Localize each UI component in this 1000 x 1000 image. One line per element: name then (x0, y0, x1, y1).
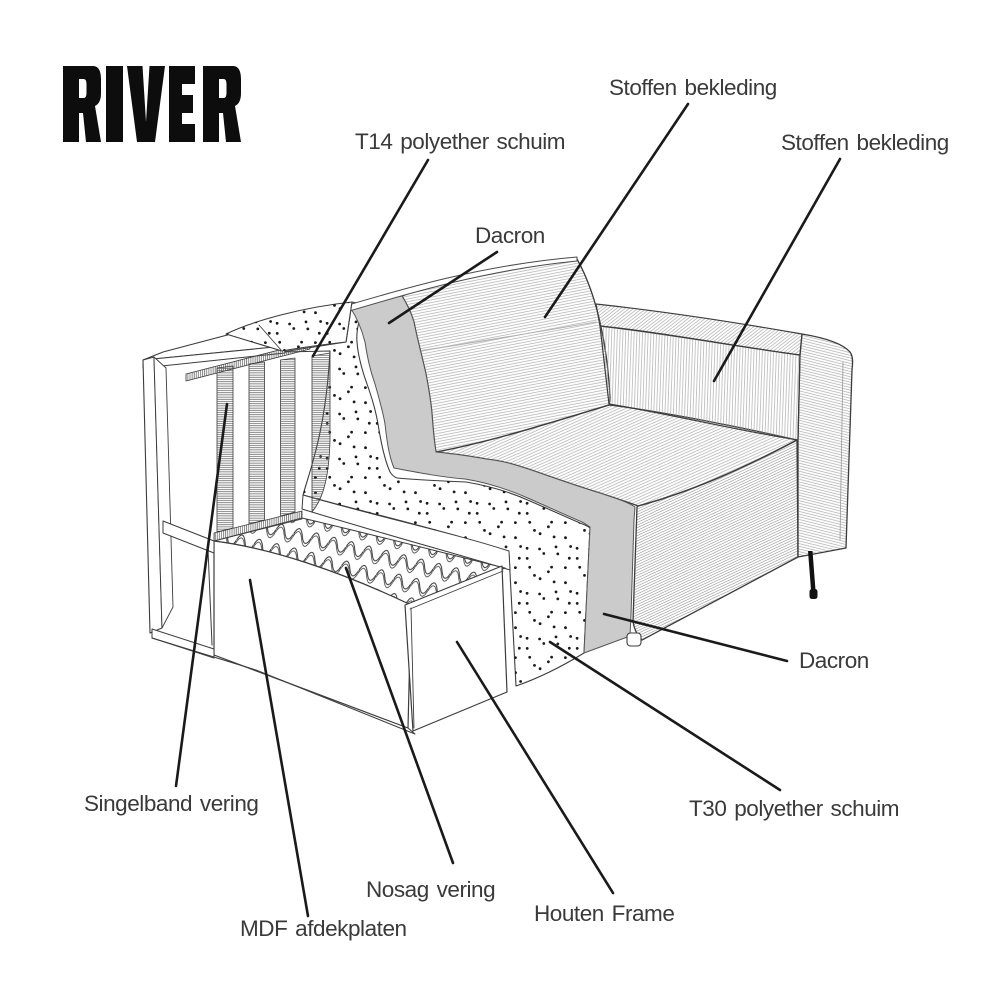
svg-text:Stoffen bekleding: Stoffen bekleding (609, 75, 777, 100)
svg-text:Nosag vering: Nosag vering (366, 877, 495, 902)
svg-text:T14 polyether schuim: T14 polyether schuim (355, 129, 565, 154)
svg-text:Stoffen bekleding: Stoffen bekleding (781, 130, 949, 155)
svg-text:T30 polyether schuim: T30 polyether schuim (689, 796, 899, 821)
svg-text:Houten Frame: Houten Frame (534, 901, 674, 926)
svg-text:MDF afdekplaten: MDF afdekplaten (240, 916, 407, 941)
svg-text:Singelband vering: Singelband vering (84, 791, 258, 816)
svg-text:Dacron: Dacron (799, 648, 869, 673)
svg-text:Dacron: Dacron (475, 223, 545, 248)
